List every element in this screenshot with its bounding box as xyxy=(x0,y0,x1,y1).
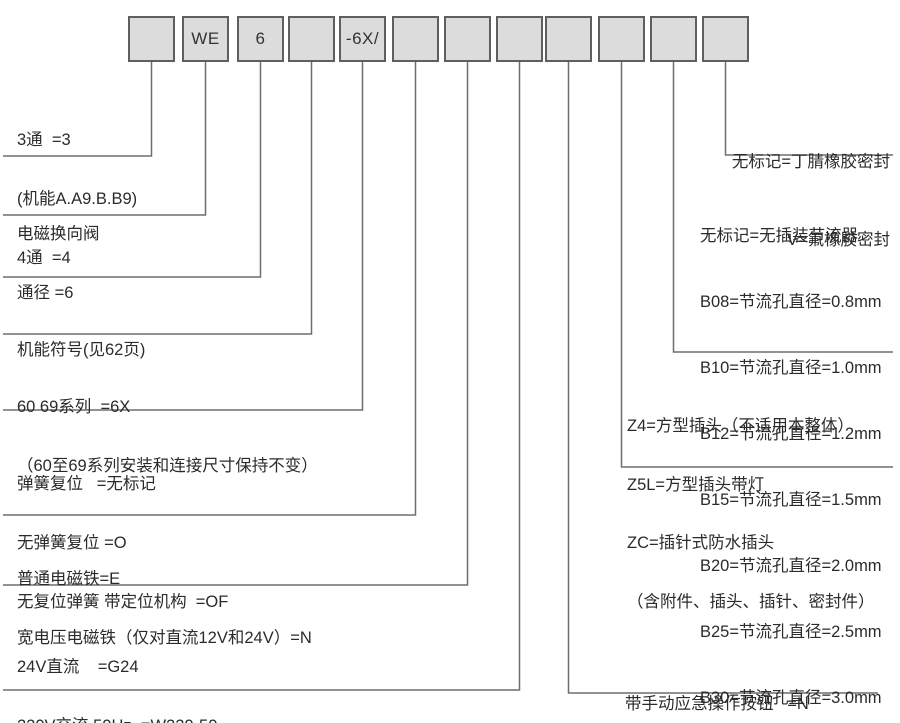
annotation-line: （60至69系列安装和连接尺寸保持不变） xyxy=(17,457,318,475)
annotation-line: 无标记=无插装节流器 xyxy=(700,227,859,245)
connector-box-7 xyxy=(3,62,469,586)
model-code-box-2: WE xyxy=(182,16,229,62)
connector-box-2 xyxy=(3,62,207,216)
annotation-valve-type: 电磁换向阀 xyxy=(17,186,100,283)
model-code-box-11 xyxy=(650,16,697,62)
annotation-line: 弹簧复位 =无标记 xyxy=(17,475,156,493)
annotation-line: 普通电磁铁=E xyxy=(17,570,121,588)
annotation-line: 60 69系列 =6X xyxy=(17,398,131,416)
annotation-ways: 3通 =3 (机能A.A9.B.B9) 4通 =4 xyxy=(17,92,137,307)
annotation-line: 220V交流.50Hz =W220-50 xyxy=(17,716,217,723)
annotation-function-symbol: 机能符号(见62页) xyxy=(17,302,145,399)
connector-box-10 xyxy=(620,62,893,468)
model-code-box-4 xyxy=(288,16,335,62)
connector-box-3 xyxy=(3,62,262,278)
annotation-series: 60 69系列 =6X （60至69系列安装和连接尺寸保持不变） xyxy=(17,359,318,515)
annotation-line: 宽电压电磁铁（仅对直流12V和24V）=N xyxy=(17,629,312,647)
model-code-box-5: -6X/ xyxy=(339,16,386,62)
annotation-line: Z5L=方型插头带灯 xyxy=(627,475,765,494)
connector-box-4 xyxy=(3,62,313,335)
annotation-line: 带手动应急操作按钮 =N xyxy=(625,695,809,713)
annotation-spring-return: 弹簧复位 =无标记 无弹簧复位 =O 无复位弹簧 带定位机构 =OF xyxy=(17,436,228,651)
annotation-line: B10=节流孔直径=1.0mm xyxy=(700,359,882,377)
annotation-line: ZC=插针式防水插头 xyxy=(627,534,775,552)
model-code-box-12 xyxy=(702,16,749,62)
annotation-manual-override: 带手动应急操作按钮 =N xyxy=(625,649,809,723)
annotation-plug-type: Z4=方型插头（不适用本整体） Z5L=方型插头带灯 ZC=插针式防水插头 （含… xyxy=(627,378,875,651)
annotation-line: (机能A.A9.B.B9) xyxy=(17,190,138,208)
annotation-line: B15=节流孔直径=1.5mm xyxy=(700,491,882,509)
annotation-voltage: 24V直流 =G24 220V交流.50Hz =W220-50 220V交流本整… xyxy=(17,619,217,723)
connector-box-9 xyxy=(567,62,878,694)
annotation-line: 无复位弹簧 带定位机构 =OF xyxy=(17,593,229,611)
annotation-seal-material: 无标记=丁腈橡胶密封 V=氟橡胶密封 xyxy=(650,97,890,305)
annotation-line: B25=节流孔直径=2.5mm xyxy=(700,623,882,641)
annotation-line: B08=节流孔直径=0.8mm xyxy=(700,293,882,311)
annotation-solenoid-type: 普通电磁铁=E 宽电压电磁铁（仅对直流12V和24V）=N xyxy=(17,531,312,687)
annotation-line: 通径 =6 xyxy=(17,284,74,302)
annotation-line: B20=节流孔直径=2.0mm xyxy=(700,557,882,575)
model-code-box-9 xyxy=(545,16,592,62)
model-code-box-3: 6 xyxy=(237,16,284,62)
model-code-box-8 xyxy=(496,16,543,62)
annotation-line: 3通 =3 xyxy=(17,131,71,149)
annotation-throttle-insert: 无标记=无插装节流器 B08=节流孔直径=0.8mm B10=节流孔直径=1.0… xyxy=(700,181,882,723)
connector-box-6 xyxy=(3,62,417,516)
annotation-line: 24V直流 =G24 xyxy=(17,658,139,676)
annotation-line: V=氟橡胶密封 xyxy=(786,231,890,249)
connector-box-8 xyxy=(3,62,521,691)
connector-box-5 xyxy=(3,62,364,411)
annotation-line: B12=节流孔直径=1.2mm xyxy=(700,425,882,443)
annotation-line: 4通 =4 xyxy=(17,249,71,267)
model-code-box-10 xyxy=(598,16,645,62)
connector-box-12 xyxy=(724,62,893,156)
annotation-nominal-size: 通径 =6 xyxy=(17,245,73,342)
model-code-box-1 xyxy=(128,16,175,62)
connector-box-11 xyxy=(672,62,893,353)
annotation-line: B30=节流孔直径=3.0mm xyxy=(700,689,882,707)
model-code-box-7 xyxy=(444,16,491,62)
annotation-line: 电磁换向阀 xyxy=(17,225,100,243)
connector-box-1 xyxy=(3,62,153,157)
annotation-line: 机能符号(见62页) xyxy=(17,341,146,359)
annotation-line: （含附件、插头、插针、密封件） xyxy=(627,592,875,611)
annotation-line: Z4=方型插头（不适用本整体） xyxy=(627,417,854,435)
model-code-box-6 xyxy=(392,16,439,62)
annotation-line: 无弹簧复位 =O xyxy=(17,534,127,552)
annotation-line: 无标记=丁腈橡胶密封 xyxy=(731,153,890,171)
